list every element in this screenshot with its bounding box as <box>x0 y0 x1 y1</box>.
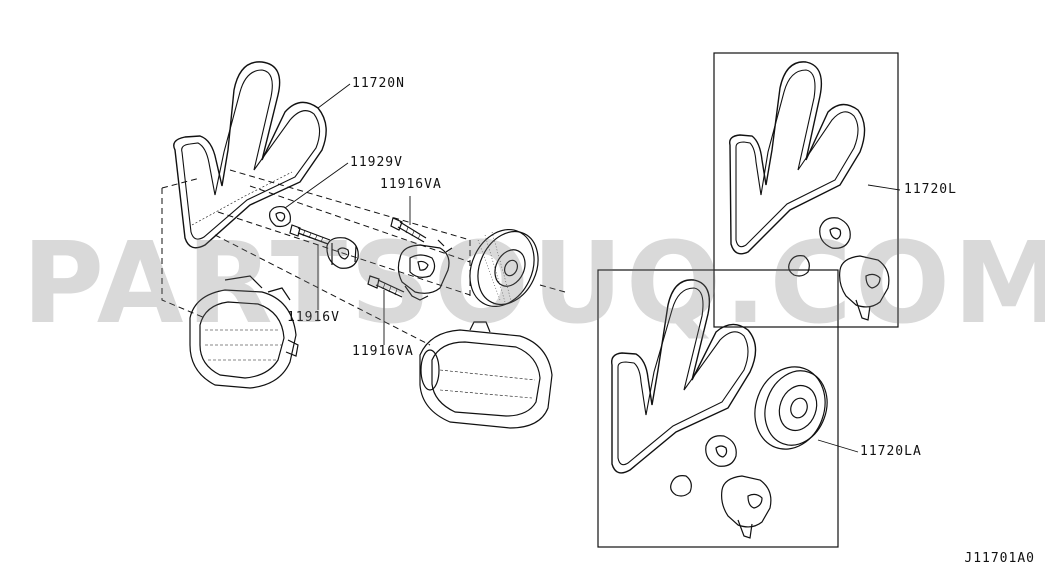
callout-11720n[interactable]: 11720N <box>352 76 405 91</box>
kit-11720la-washer[interactable] <box>670 475 692 497</box>
kit-11720la-frame <box>597 269 839 548</box>
callout-11916v[interactable]: 11916V <box>287 310 340 325</box>
tensioner-bolt-lower[interactable] <box>367 275 405 298</box>
kit-11720la-idler[interactable] <box>705 435 737 467</box>
callout-11720la[interactable]: 11720LA <box>860 444 922 459</box>
spacer-washer[interactable] <box>269 205 291 228</box>
kit-11720l-idler[interactable] <box>819 217 851 249</box>
crankshaft-pulley[interactable] <box>458 219 550 317</box>
callout-11720l[interactable]: 11720L <box>904 182 957 197</box>
kit-11720la-belt[interactable] <box>611 279 757 474</box>
alternator[interactable] <box>189 275 299 389</box>
kit-11720la-tensioner[interactable] <box>721 475 772 539</box>
tensioner-bolt-upper[interactable] <box>390 217 427 243</box>
callout-11916va-lower[interactable]: 11916VA <box>352 344 414 359</box>
kit-11720la-crank-pulley[interactable] <box>744 357 838 459</box>
ac-compressor[interactable] <box>419 321 553 429</box>
callout-11916va-upper[interactable]: 11916VA <box>380 177 442 192</box>
belt-tensioner[interactable] <box>397 239 453 301</box>
kit-11720l-belt[interactable] <box>729 61 866 255</box>
kit-11720l-frame <box>713 52 899 328</box>
drawing-code: J11701A0 <box>964 551 1035 566</box>
idler-pulley[interactable] <box>326 237 359 269</box>
callout-11929v[interactable]: 11929V <box>350 155 403 170</box>
drive-belt-main[interactable] <box>173 61 327 249</box>
idler-bolt[interactable] <box>289 224 331 245</box>
kit-11720l-washer[interactable] <box>788 255 810 277</box>
dashed-leader-lines <box>161 169 566 346</box>
kit-11720l-tensioner[interactable] <box>839 255 890 321</box>
callout-leaders <box>284 83 901 453</box>
